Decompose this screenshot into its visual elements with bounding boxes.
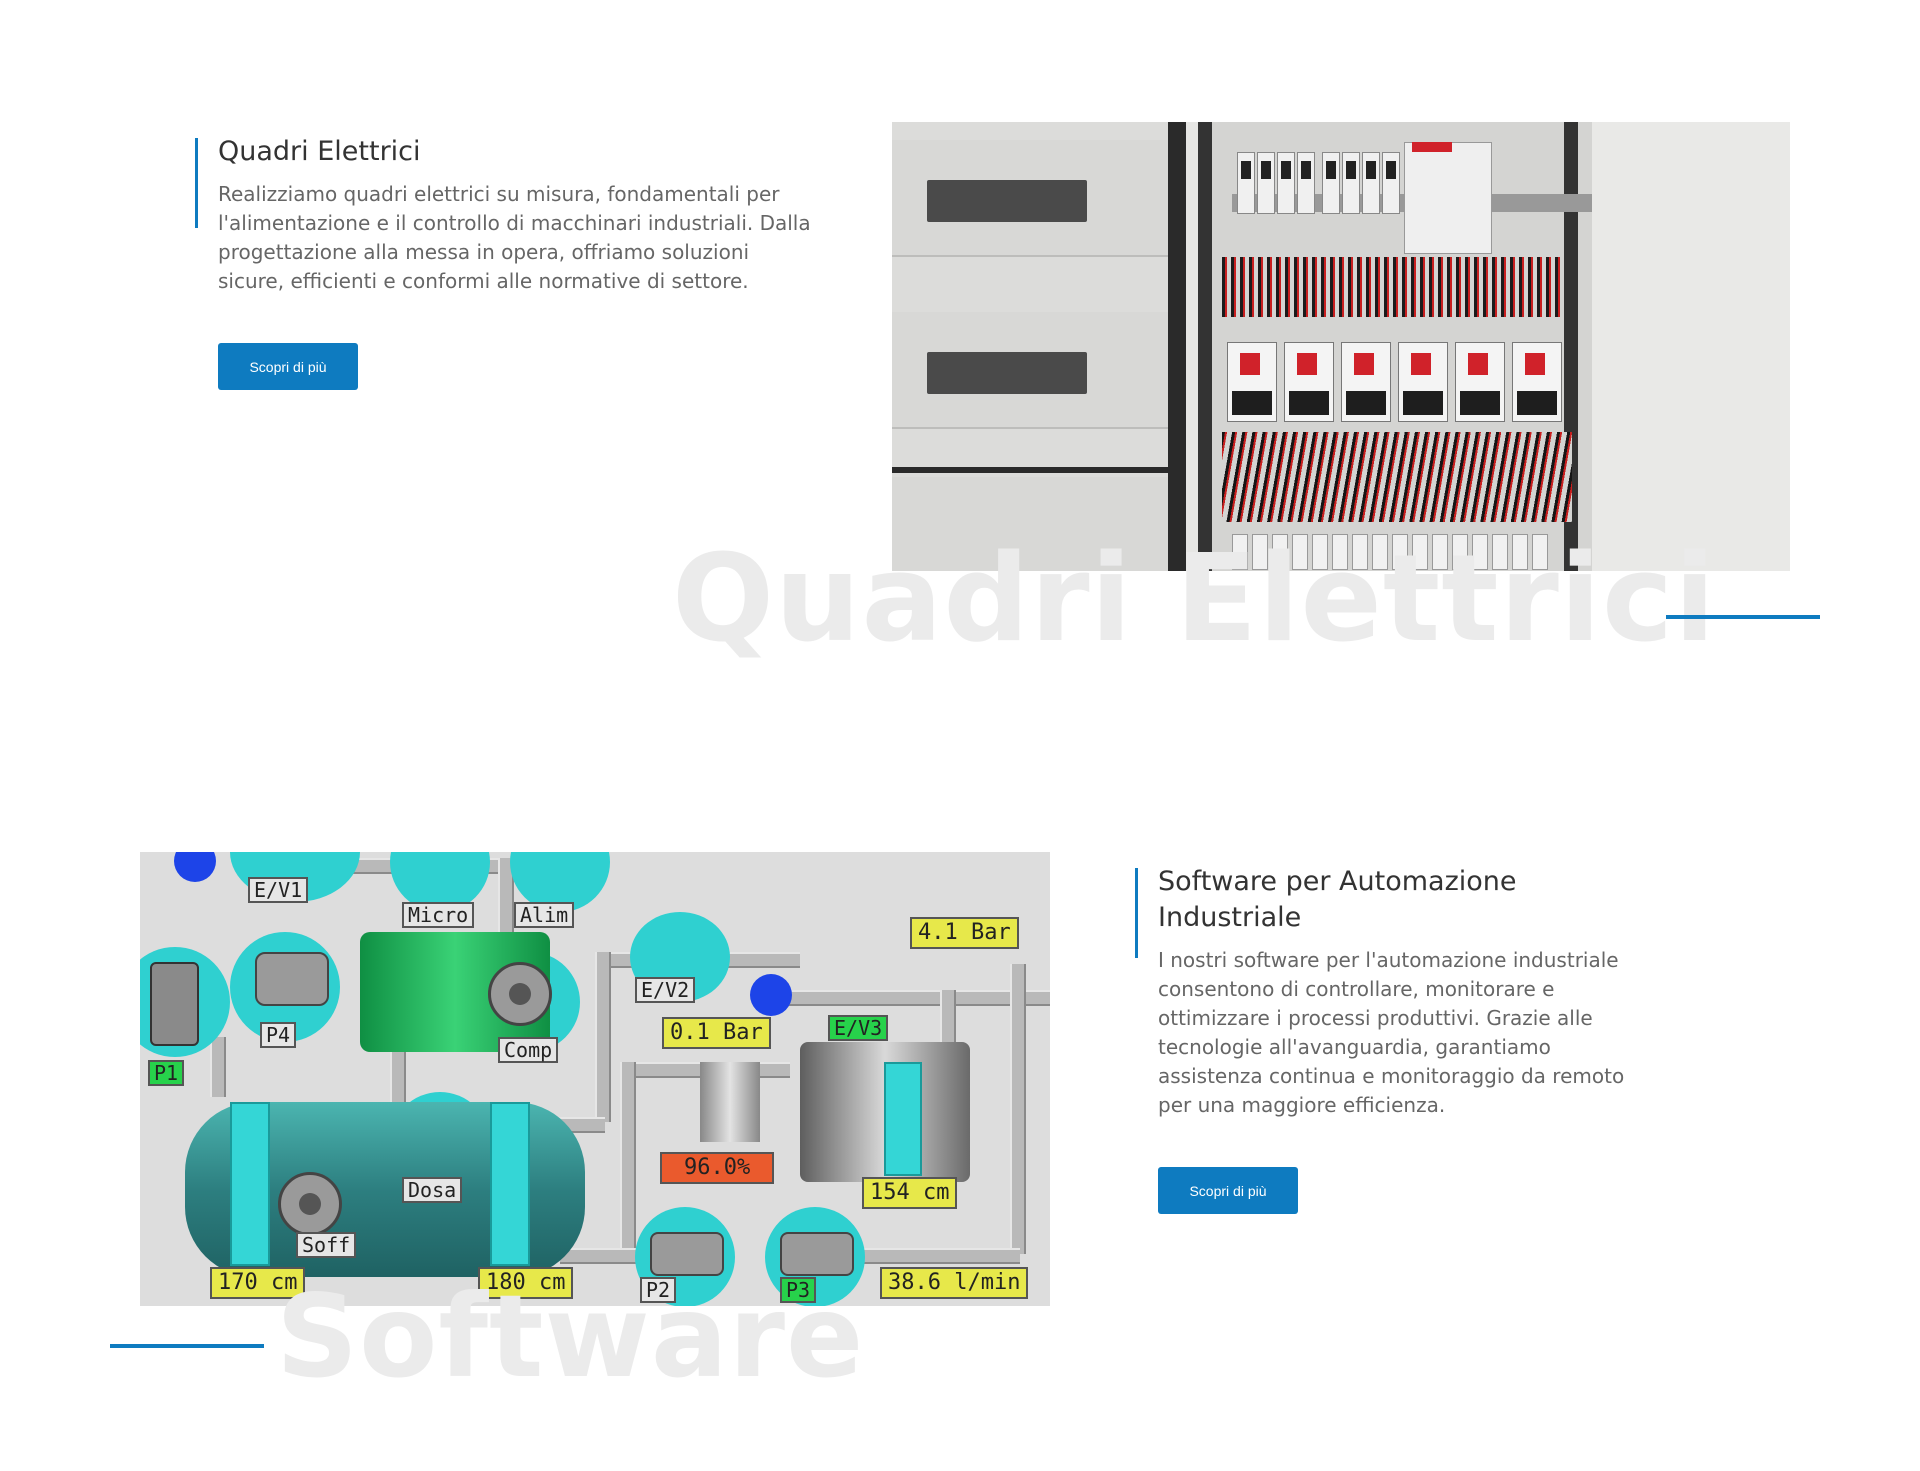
hmi-label: P1 [148, 1060, 185, 1086]
hmi-label: 0.1 Bar [662, 1017, 771, 1049]
hmi-label: 96.0% [660, 1152, 775, 1184]
section-description: I nostri software per l'automazione indu… [1158, 948, 1625, 1117]
section-description: Realizziamo quadri elettrici su misura, … [218, 182, 811, 293]
hmi-label: Micro [402, 902, 475, 928]
hmi-label: 180 cm [478, 1267, 574, 1299]
hmi-label: Dosa [402, 1177, 463, 1203]
decorative-line [110, 1344, 264, 1348]
accent-bar [1135, 868, 1138, 958]
watermark-text: Software [276, 1270, 865, 1403]
hmi-label: P2 [640, 1277, 677, 1303]
learn-more-button[interactable]: Scopri di più [1158, 1167, 1298, 1214]
hmi-label: 4.1 Bar [910, 917, 1019, 949]
hmi-screen-photo: E/V1 Micro Alim 4.1 Bar E/V2 P4 Comp E/V… [140, 852, 1050, 1306]
hmi-label: P3 [780, 1277, 817, 1303]
hmi-label: P4 [260, 1022, 297, 1048]
hmi-label: E/V1 [248, 877, 309, 903]
hmi-label: Alim [514, 902, 575, 928]
hmi-label: 38.6 l/min [880, 1267, 1029, 1299]
hmi-label: 154 cm [862, 1177, 958, 1209]
section-title: Software per Automazione Industriale [1158, 866, 1517, 933]
hmi-label: Soff [296, 1232, 357, 1258]
electrical-panel-photo [892, 122, 1790, 571]
section-title: Quadri Elettrici [218, 136, 421, 167]
hmi-label: 170 cm [210, 1267, 306, 1299]
hmi-label: Comp [498, 1037, 559, 1063]
watermark-text: Quadri Elettrici [672, 530, 1717, 669]
accent-bar [195, 138, 198, 228]
hmi-label: E/V3 [828, 1015, 889, 1041]
hmi-label: E/V2 [635, 977, 696, 1003]
decorative-line [1666, 615, 1820, 619]
learn-more-button[interactable]: Scopri di più [218, 343, 358, 390]
